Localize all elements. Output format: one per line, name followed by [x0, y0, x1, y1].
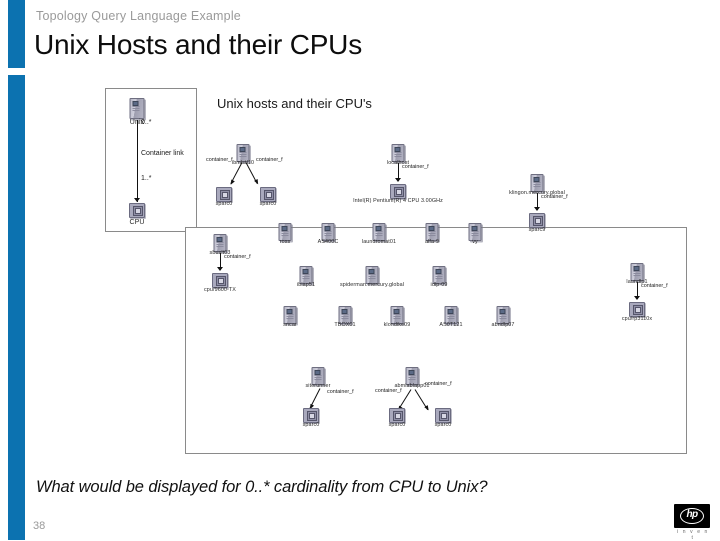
hp-logo: hp — [674, 504, 710, 528]
host-label: AS400C — [317, 239, 339, 245]
server-icon — [630, 263, 644, 281]
topology-diagram: Unix 0..* Container link 1..* CPU Unix h… — [100, 86, 700, 461]
host-label: siterunner — [305, 383, 331, 389]
edge-label: container_f — [375, 388, 402, 394]
server-icon — [321, 223, 335, 241]
server-icon — [405, 367, 419, 385]
cpu-label: sparc0 — [215, 201, 233, 207]
server-icon — [372, 223, 386, 241]
host-label: laundromat01 — [361, 239, 397, 245]
cpu-icon — [389, 408, 405, 423]
server-icon — [425, 223, 439, 241]
cpu-icon — [129, 203, 145, 218]
cpu-label: cpu/9600-TX — [204, 287, 236, 293]
host-label: ibmlstl10 — [231, 160, 255, 166]
host-label: klondike09 — [383, 322, 411, 328]
edge-label: container_f — [256, 157, 283, 163]
cpu-label: cpu/rp3110x — [621, 316, 653, 322]
edge-label: container_f — [641, 283, 668, 289]
hp-logo-tagline: i n v e n t — [677, 529, 709, 541]
host-label: klingon.mercury.global — [509, 190, 565, 196]
server-icon — [278, 223, 292, 241]
server-icon — [338, 306, 352, 324]
host-label: TBOX01 — [334, 322, 356, 328]
cpu-label: sparc0 — [388, 422, 406, 428]
accent-bar-top — [8, 0, 25, 68]
cpu-icon — [216, 187, 232, 202]
server-icon — [530, 174, 544, 192]
host-label: sbuslt03 — [210, 250, 231, 256]
host-label: spiderman.mercury.global — [339, 282, 405, 288]
cpu-label: sparc9 — [528, 227, 546, 233]
edge-label: container_f — [541, 194, 568, 200]
cpu-label: sparc0 — [302, 422, 320, 428]
cpu-label: Intel(R) Pentium(R) 4 CPU 3.00GHz — [353, 198, 443, 204]
edge-label: container_f — [206, 157, 233, 163]
server-icon — [444, 306, 458, 324]
model-source-cardinality: 0..* — [141, 119, 152, 126]
server-icon — [236, 144, 250, 162]
model-link-label: Container link — [141, 150, 184, 157]
cpu-icon — [390, 184, 406, 199]
server-icon — [390, 306, 404, 324]
host-label: vy — [472, 239, 478, 245]
host-label: abndlp07 — [491, 322, 515, 328]
model-panel — [105, 88, 197, 232]
cpu-label: sparc0 — [259, 201, 277, 207]
accent-bar-bottom — [8, 75, 25, 540]
cpu-icon — [303, 408, 319, 423]
container-edge — [537, 193, 538, 210]
container-edge — [220, 253, 221, 270]
page-title: Unix Hosts and their CPUs — [34, 29, 363, 60]
arrowhead — [534, 207, 540, 211]
model-connector — [137, 120, 138, 202]
server-icon — [391, 144, 405, 162]
server-icon — [283, 306, 297, 324]
server-icon — [496, 306, 510, 324]
host-label: iblap51 — [296, 282, 316, 288]
host-label: idlp-09 — [430, 282, 448, 288]
slide-caption: What would be displayed for 0..* cardina… — [36, 478, 488, 496]
arrowhead — [634, 296, 640, 300]
host-label: laundlp1 — [626, 279, 647, 285]
arrowhead — [395, 178, 401, 182]
model-target-cardinality: 1..* — [141, 175, 152, 182]
arrowhead — [217, 267, 223, 271]
server-icon — [468, 223, 482, 241]
cpu-label: sparc0 — [434, 422, 452, 428]
edge-label: container_f — [425, 381, 452, 387]
model-unix-label: Unix — [130, 119, 144, 126]
cpu-icon — [529, 213, 545, 228]
host-label: sncar — [283, 322, 297, 328]
hp-logo-text: hp — [680, 508, 704, 524]
server-icon — [311, 367, 325, 385]
container-edge — [398, 163, 399, 181]
host-label: abmlablapp01 — [394, 383, 430, 389]
cpu-icon — [212, 273, 228, 288]
host-label: ross — [279, 239, 291, 245]
cpu-icon — [260, 187, 276, 202]
server-icon — [213, 234, 227, 252]
host-label: AS0T121 — [439, 322, 463, 328]
edge-label: container_f — [402, 164, 429, 170]
host-label: localhost — [387, 160, 409, 166]
host-label: alfa-9 — [424, 239, 440, 245]
server-icon — [129, 98, 145, 119]
slide-kicker: Topology Query Language Example — [36, 9, 241, 23]
server-icon — [299, 266, 313, 284]
container-edge — [637, 282, 638, 299]
edge-label: container_f — [327, 389, 354, 395]
result-title: Unix hosts and their CPU's — [217, 96, 372, 111]
server-icon — [365, 266, 379, 284]
server-icon — [432, 266, 446, 284]
cpu-icon — [435, 408, 451, 423]
edge-label: container_f — [224, 254, 251, 260]
slide-number: 38 — [33, 520, 46, 532]
model-cpu-label: CPU — [129, 219, 145, 226]
model-arrowhead — [134, 198, 140, 202]
cpu-icon — [629, 302, 645, 317]
